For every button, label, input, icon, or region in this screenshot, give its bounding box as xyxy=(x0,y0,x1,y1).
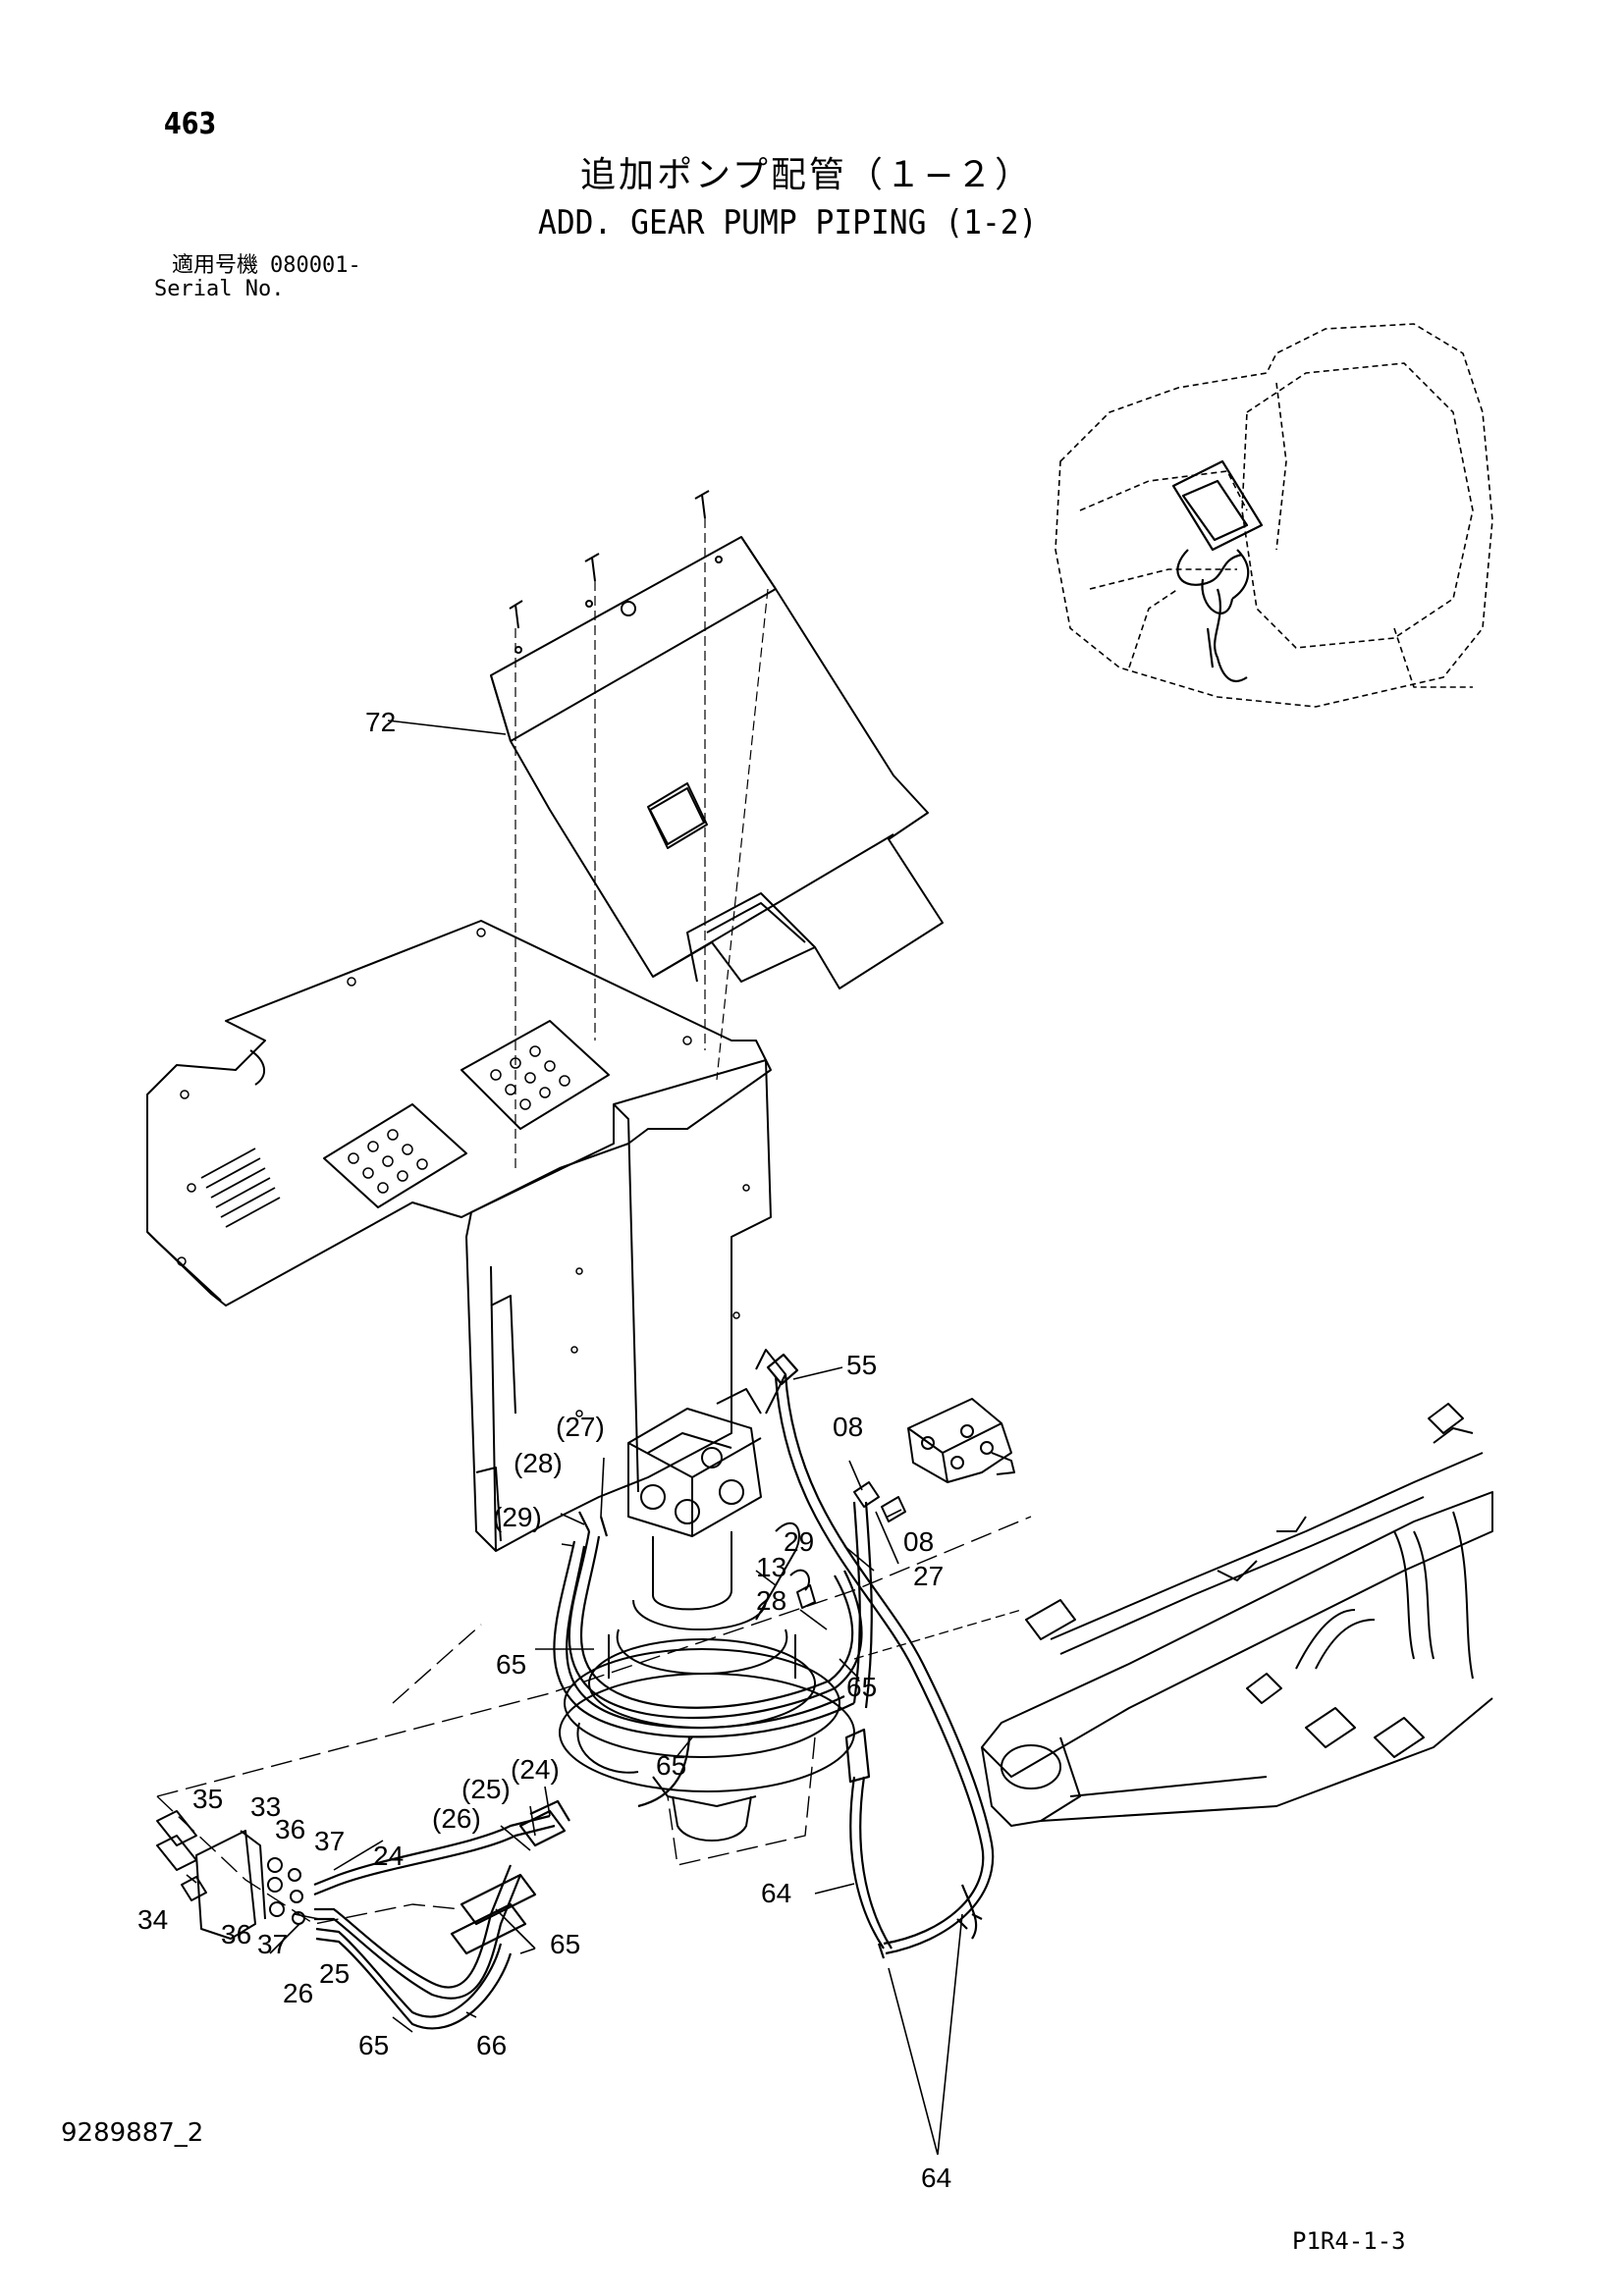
callout-65-center: 65 xyxy=(656,1750,686,1781)
inset-valve-detail xyxy=(1171,459,1264,682)
callout-37-upper: 37 xyxy=(314,1826,345,1856)
callout-66: 66 xyxy=(476,2030,507,2060)
vertical-frame xyxy=(465,1059,772,1552)
callout-37-lower: 37 xyxy=(257,1929,288,1959)
boom-connection-dash xyxy=(853,1609,1022,1660)
callout-35: 35 xyxy=(192,1784,223,1814)
cover-leader-lines xyxy=(514,518,769,1168)
callout-65-bottom: 65 xyxy=(358,2030,389,2060)
serial-value: 080001- xyxy=(270,253,361,278)
drawing-id: 9289887_2 xyxy=(61,2118,204,2148)
serial-label-english: Serial No. xyxy=(154,277,285,301)
callout-65-left: 65 xyxy=(496,1649,526,1680)
callout-08-lower: 08 xyxy=(903,1526,934,1557)
callout-labels: 72 55 08 08 (27) (28) (29) 29 27 13 28 6… xyxy=(137,707,951,2193)
callout-65-bundle: 65 xyxy=(550,1929,580,1959)
callout-64-upper: 64 xyxy=(761,1878,791,1908)
boundary-line xyxy=(156,1516,1032,1925)
title-japanese: 追加ポンプ配管（１−２） xyxy=(580,155,1034,195)
callout-33: 33 xyxy=(250,1791,281,1822)
callout-27-bracketed: (27) xyxy=(556,1412,605,1442)
callout-28-bracketed: (28) xyxy=(514,1448,563,1478)
lower-hose-bundle xyxy=(313,1799,570,2030)
callout-26: 26 xyxy=(283,1978,313,2008)
hose-bundle xyxy=(553,1501,873,1808)
title-english: ADD. GEAR PUMP PIPING (1-2) xyxy=(538,203,1038,242)
floor-plate xyxy=(146,920,772,1307)
callout-29: 29 xyxy=(784,1526,814,1557)
callout-24-bracketed: (24) xyxy=(511,1754,560,1785)
callout-26-bracketed: (26) xyxy=(432,1803,481,1834)
callout-36-upper: 36 xyxy=(275,1814,305,1844)
page-reference: P1R4-1-3 xyxy=(1292,2227,1406,2255)
cover-bolts xyxy=(509,490,710,629)
callout-64-lower: 64 xyxy=(921,2163,951,2193)
cover-part-72 xyxy=(490,536,944,989)
callout-34: 34 xyxy=(137,1904,168,1935)
callout-25: 25 xyxy=(319,1958,350,1989)
serial-label-japanese: 適用号機 xyxy=(172,253,259,278)
callout-28: 28 xyxy=(756,1585,786,1616)
callout-08-upper: 08 xyxy=(833,1412,863,1442)
valve-block xyxy=(907,1398,1015,1483)
callout-13: 13 xyxy=(756,1552,786,1582)
callout-24: 24 xyxy=(373,1841,404,1871)
callout-29-bracketed: (29) xyxy=(493,1502,542,1532)
callout-55: 55 xyxy=(846,1350,877,1380)
callout-36-lower: 36 xyxy=(221,1919,251,1949)
boom-structure xyxy=(981,1403,1493,1827)
callout-27: 27 xyxy=(913,1561,944,1591)
page-number: 463 xyxy=(164,107,217,141)
fitting-part-13 xyxy=(789,1569,816,1609)
machine-overview-inset xyxy=(1055,323,1493,708)
callout-65-right: 65 xyxy=(846,1672,877,1702)
callout-72: 72 xyxy=(365,707,396,737)
callout-25-bracketed: (25) xyxy=(461,1774,511,1804)
hose-part-55 xyxy=(766,1353,995,1959)
